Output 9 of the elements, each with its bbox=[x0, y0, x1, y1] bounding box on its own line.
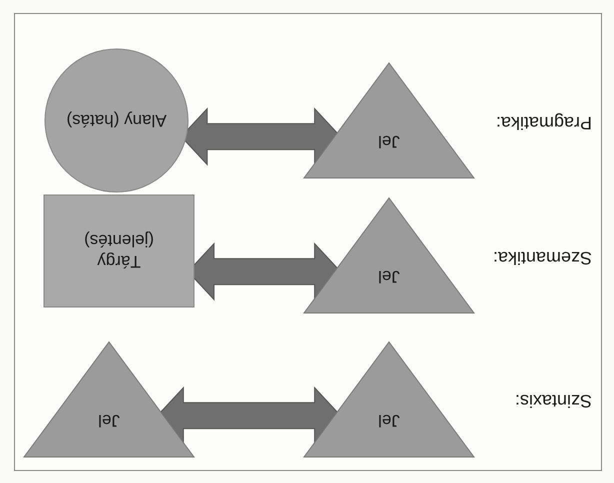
row-label: Szintaxis: bbox=[514, 390, 592, 411]
node-text: Jel bbox=[378, 266, 400, 287]
node-text: Jel bbox=[378, 131, 400, 152]
row-label: Pragmatika: bbox=[496, 112, 592, 133]
row-label: Szemantika: bbox=[492, 247, 592, 268]
node-text: Alany (hatás) bbox=[66, 110, 167, 132]
node-text: Tárgy (jelentés) bbox=[83, 230, 155, 272]
node-text: Jel bbox=[378, 410, 400, 431]
node-text: Jel bbox=[98, 410, 120, 431]
